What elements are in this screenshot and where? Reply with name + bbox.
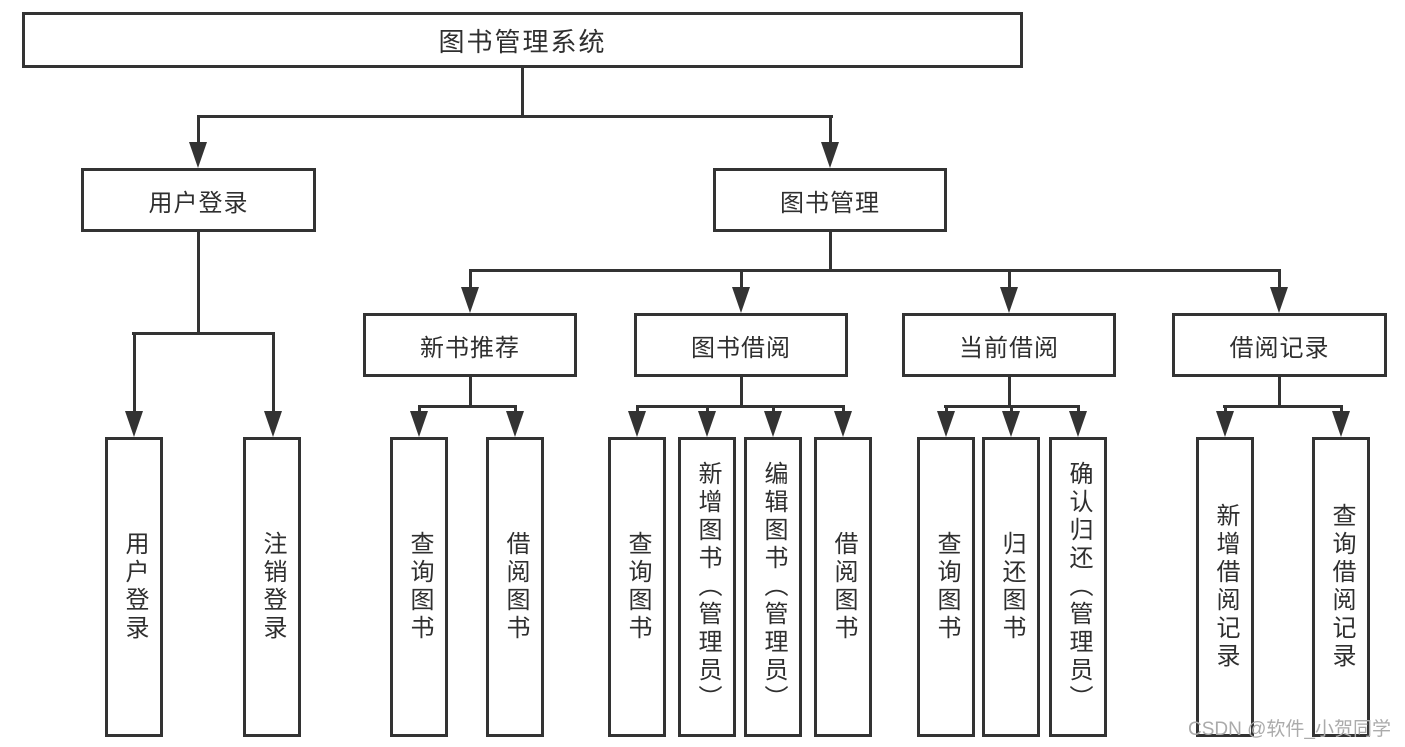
connector-line <box>469 377 472 408</box>
connector-line <box>469 269 472 291</box>
connector-line <box>1340 405 1343 415</box>
connector-line <box>636 405 639 415</box>
connector-arrowhead <box>937 411 955 437</box>
leaf-cb-return-books: 归还图书 <box>982 437 1040 737</box>
leaf-bb-add-books-admin: 新增图书（管理员） <box>678 437 736 737</box>
leaf-user-login: 用户登录 <box>105 437 163 737</box>
connector-line <box>740 269 743 291</box>
connector-line <box>1224 405 1227 415</box>
leaf-logout-login: 注销登录 <box>243 437 301 737</box>
connector-line <box>772 405 775 415</box>
connector-line <box>197 115 833 118</box>
leaf-bb-query-books: 查询图书 <box>608 437 666 737</box>
connector-arrowhead <box>628 411 646 437</box>
leaf-bb-edit-books-admin: 编辑图书（管理员） <box>744 437 802 737</box>
connector-line <box>1077 405 1080 415</box>
connector-line <box>1223 405 1343 408</box>
connector-line <box>272 332 275 413</box>
node-new-book-recommend: 新书推荐 <box>363 313 577 377</box>
connector-line <box>514 405 517 415</box>
connector-arrowhead <box>1002 411 1020 437</box>
connector-line <box>197 115 200 145</box>
connector-arrowhead <box>1069 411 1087 437</box>
connector-line <box>829 115 832 145</box>
connector-arrowhead <box>264 411 282 437</box>
connector-line <box>706 405 709 415</box>
connector-arrowhead <box>189 142 207 168</box>
connector-arrowhead <box>1216 411 1234 437</box>
connector-arrowhead <box>461 287 479 313</box>
connector-line <box>1278 377 1281 408</box>
connector-line <box>521 67 524 118</box>
connector-arrowhead <box>410 411 428 437</box>
connector-arrowhead <box>1270 287 1288 313</box>
connector-arrowhead <box>698 411 716 437</box>
leaf-nb-query-books: 查询图书 <box>390 437 448 737</box>
node-book-borrowing: 图书借阅 <box>634 313 848 377</box>
connector-line <box>636 405 845 408</box>
leaf-nb-borrow-books: 借阅图书 <box>486 437 544 737</box>
connector-line <box>1278 269 1281 291</box>
leaf-cb-query-books: 查询图书 <box>917 437 975 737</box>
connector-line <box>132 332 275 335</box>
node-borrow-records: 借阅记录 <box>1172 313 1387 377</box>
connector-line <box>418 405 517 408</box>
node-user-login: 用户登录 <box>81 168 316 232</box>
leaf-cb-confirm-return-admin: 确认归还（管理员） <box>1049 437 1107 737</box>
connector-line <box>469 269 1281 272</box>
node-library-management-system: 图书管理系统 <box>22 12 1023 68</box>
connector-line <box>740 377 743 408</box>
connector-line <box>829 232 832 272</box>
connector-line <box>418 405 421 415</box>
leaf-br-add-borrow-record: 新增借阅记录 <box>1196 437 1254 737</box>
leaf-br-query-borrow-record: 查询借阅记录 <box>1312 437 1370 737</box>
connector-arrowhead <box>834 411 852 437</box>
node-book-management: 图书管理 <box>713 168 947 232</box>
connector-line <box>1008 377 1011 408</box>
leaf-bb-borrow-books: 借阅图书 <box>814 437 872 737</box>
connector-arrowhead <box>1000 287 1018 313</box>
node-current-borrowing: 当前借阅 <box>902 313 1116 377</box>
connector-line <box>945 405 948 415</box>
connector-line <box>133 332 136 413</box>
connector-line <box>1008 269 1011 291</box>
connector-arrowhead <box>764 411 782 437</box>
connector-line <box>1010 405 1013 415</box>
connector-arrowhead <box>1332 411 1350 437</box>
csdn-watermark: CSDN @软件_小贺同学 <box>1188 719 1391 740</box>
connector-arrowhead <box>506 411 524 437</box>
connector-arrowhead <box>821 142 839 168</box>
connector-line <box>842 405 845 415</box>
connector-arrowhead <box>125 411 143 437</box>
connector-arrowhead <box>732 287 750 313</box>
connector-line <box>197 232 200 335</box>
